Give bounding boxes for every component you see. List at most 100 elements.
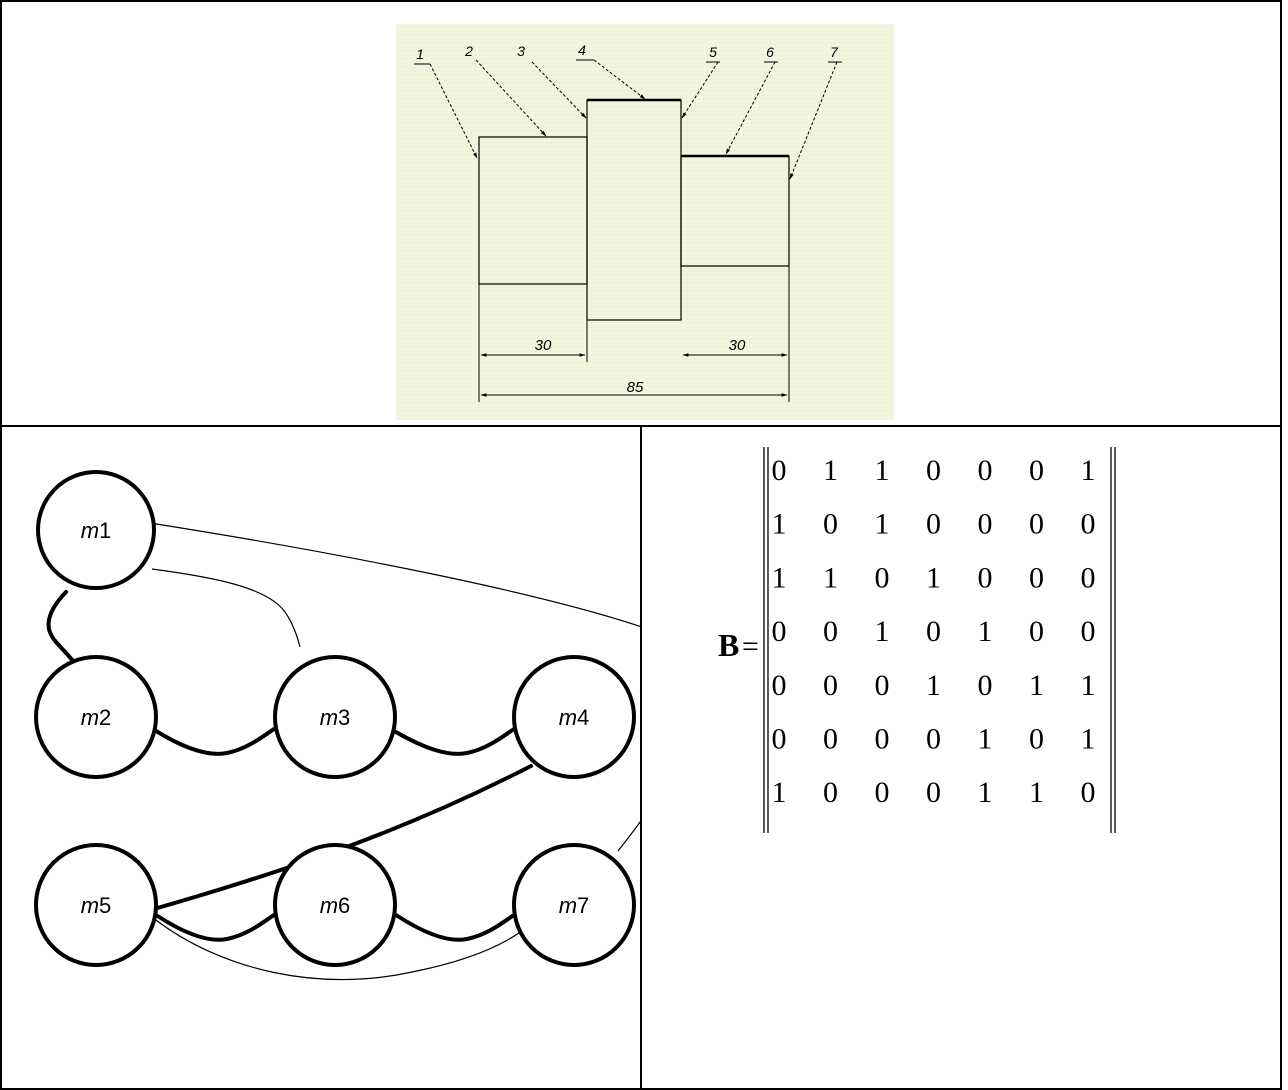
matrix-entry-r3-c5: 0: [978, 561, 993, 594]
node-m5-index: 5: [99, 893, 111, 918]
drawing-cell: 30 30 85: [0, 0, 1282, 427]
matrix-entry-r6-c3: 0: [875, 723, 890, 756]
shaft-drawing: 30 30 85: [396, 24, 894, 420]
svg-text:m2: m2: [81, 705, 112, 730]
node-m2-index: 2: [99, 705, 111, 730]
dimension-overall-label: 85: [627, 379, 644, 396]
matrix-entry-r6-c2: 0: [823, 723, 838, 756]
matrix-entry-r4-c1: 0: [772, 615, 787, 648]
node-m5-prefix: m: [81, 893, 99, 918]
matrix-entry-r4-c4: 0: [926, 615, 941, 648]
matrix-entry-r3-c7: 0: [1081, 561, 1096, 594]
node-m1-index: 1: [99, 518, 111, 543]
dimension-left-label: 30: [535, 337, 552, 354]
leader-label-4: 4: [578, 42, 586, 58]
node-m4-prefix: m: [559, 705, 577, 730]
edge-m1-m7: [149, 522, 639, 852]
matrix-entry-r6-c5: 1: [978, 723, 993, 756]
leader-lines: [429, 59, 838, 180]
matrix-entry-r2-c2: 0: [823, 508, 838, 541]
leader-label-2: 2: [464, 43, 473, 59]
matrix-entry-r1-c3: 1: [875, 454, 890, 487]
edge-m2-m3: [154, 727, 276, 756]
leader-line-1: [429, 63, 478, 159]
node-m7-prefix: m: [559, 893, 577, 918]
matrix-entry-r5-c4: 1: [926, 669, 941, 702]
matrix-entry-r5-c3: 0: [875, 669, 890, 702]
svg-text:m3: m3: [320, 705, 351, 730]
svg-text:m1: m1: [81, 518, 112, 543]
matrix-entry-r7-c1: 1: [772, 776, 787, 809]
matrix-entry-r1-c7: 1: [1081, 454, 1096, 487]
matrix-entry-r7-c4: 0: [926, 776, 941, 809]
node-m1: m1: [36, 470, 156, 590]
matrix-entry-r7-c2: 0: [823, 776, 838, 809]
leader-line-3: [531, 61, 587, 119]
node-m6-index: 6: [338, 893, 350, 918]
matrix-entry-r5-c1: 0: [772, 669, 787, 702]
matrix-entry-r2-c1: 1: [772, 508, 787, 541]
node-m1-prefix: m: [81, 518, 99, 543]
node-m3: m3: [273, 655, 397, 779]
leader-underlines: [414, 59, 842, 65]
matrix-entry-r2-c7: 0: [1081, 508, 1096, 541]
edge-m5-m6: [154, 913, 276, 942]
svg-text:m6: m6: [320, 893, 351, 918]
matrix-entry-r5-c2: 0: [823, 669, 838, 702]
edge-m5-m7: [151, 916, 528, 981]
matrix-entry-r1-c6: 0: [1029, 454, 1044, 487]
node-m5: m5: [34, 843, 158, 967]
node-m2-prefix: m: [81, 705, 99, 730]
matrix-entry-r5-c6: 1: [1029, 669, 1044, 702]
leader-label-5: 5: [709, 44, 717, 60]
matrix-entry-r3-c6: 0: [1029, 561, 1044, 594]
matrix-name: B: [718, 627, 739, 663]
matrix-entry-r4-c7: 0: [1081, 615, 1096, 648]
edge-m6-m7: [394, 913, 516, 942]
edge-m4-m5: [138, 764, 533, 915]
matrix-entry-r3-c3: 0: [875, 561, 890, 594]
matrix-entry-r3-c4: 1: [926, 561, 941, 594]
node-m4-index: 4: [577, 705, 589, 730]
matrix-entry-r5-c5: 0: [978, 669, 993, 702]
node-m4: m4: [512, 655, 636, 779]
matrix-entry-r6-c7: 1: [1081, 723, 1096, 756]
dimension-right-label: 30: [729, 337, 746, 354]
matrix-entry-r3-c2: 1: [823, 561, 838, 594]
matrix-entry-r7-c3: 0: [875, 776, 890, 809]
matrix-entry-r2-c3: 1: [875, 508, 890, 541]
leader-labels: 1 2 3 4 5 6 7: [416, 42, 839, 62]
node-m6-prefix: m: [320, 893, 338, 918]
node-m7: m7: [512, 843, 636, 967]
leader-line-6: [725, 61, 776, 155]
matrix-entry-r4-c3: 1: [875, 615, 890, 648]
matrix-entry-r1-c4: 0: [926, 454, 941, 487]
edge-m1-m3: [151, 568, 301, 648]
matrix-equals: =: [742, 630, 759, 663]
leader-label-3: 3: [517, 43, 525, 59]
svg-text:m7: m7: [559, 893, 590, 918]
leader-line-2: [475, 59, 547, 137]
adjacency-graph: m1 m2 m3 m4 m5: [34, 470, 639, 981]
graph-cell: m1 m2 m3 m4 m5: [0, 425, 642, 1090]
matrix-entry-r1-c2: 1: [823, 454, 838, 487]
leader-label-1: 1: [416, 46, 424, 62]
matrix-entry-r6-c4: 0: [926, 723, 941, 756]
leader-label-7: 7: [830, 44, 839, 60]
matrix-entry-r1-c5: 0: [978, 454, 993, 487]
matrix-entry-r2-c6: 0: [1029, 508, 1044, 541]
matrix-entry-r2-c4: 0: [926, 508, 941, 541]
drawing-background: [396, 24, 894, 420]
matrix-entry-r3-c1: 1: [772, 561, 787, 594]
node-m2: m2: [34, 655, 158, 779]
matrix-entry-r7-c6: 1: [1029, 776, 1044, 809]
matrix-entry-r6-c1: 0: [772, 723, 787, 756]
leader-line-7: [789, 61, 838, 180]
node-m7-index: 7: [577, 893, 589, 918]
leader-label-6: 6: [766, 44, 774, 60]
matrix-entries: 0 1 1 0 0 0 1 1 0 1 0 0 0 0 1 1 0 1 0 0 0 0 0 1 0 1 0 0 0 0 0 1 0 1 1 0 0 0 0 1…: [772, 454, 1096, 809]
leader-line-4: [593, 59, 646, 100]
matrix-entry-r6-c6: 0: [1029, 723, 1044, 756]
